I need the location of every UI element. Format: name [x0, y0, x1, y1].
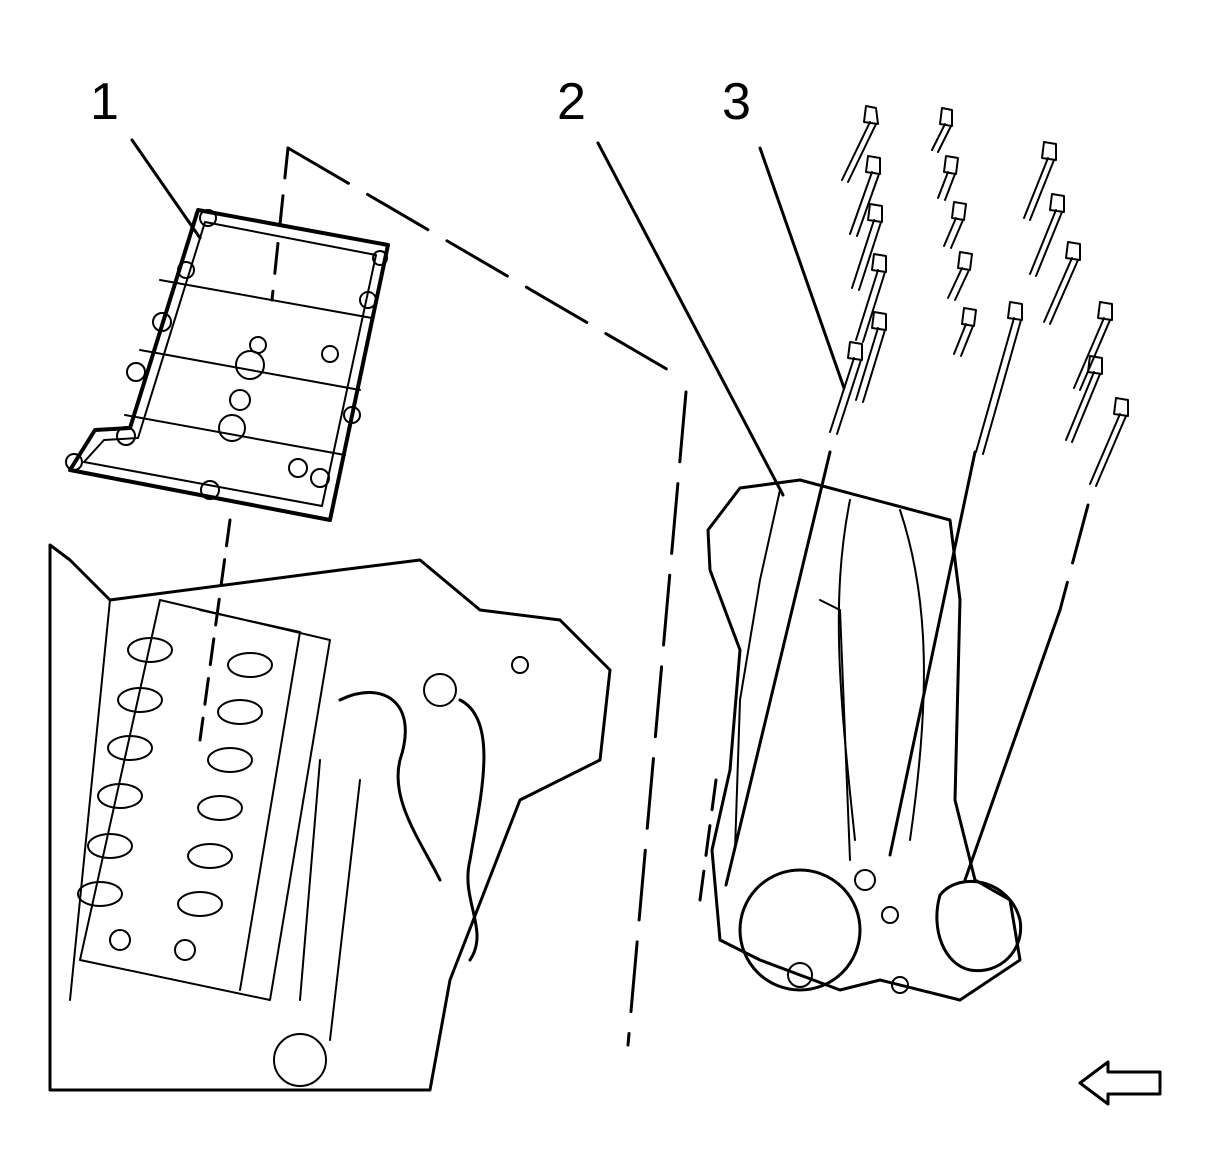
alignment-dashed-lines — [198, 146, 688, 1047]
callout-2-label: 2 — [557, 73, 586, 131]
cover-bolts — [698, 105, 1129, 902]
leader-line-1 — [130, 138, 202, 240]
engine-cylinder-head — [48, 543, 612, 1092]
leader-line-2 — [596, 141, 785, 497]
leader-line-3 — [758, 146, 846, 390]
dashed-line-top — [286, 146, 684, 380]
leader-lines — [130, 138, 846, 497]
dashed-line-gasket-down — [198, 518, 232, 742]
callout-3-label: 3 — [722, 73, 751, 131]
camshaft-cover — [706, 478, 1023, 1002]
callout-1-label: 1 — [90, 73, 119, 131]
arrow-left-icon — [1078, 1060, 1162, 1106]
valve-cover-gasket — [65, 208, 390, 522]
dashed-line-right — [626, 390, 688, 1047]
